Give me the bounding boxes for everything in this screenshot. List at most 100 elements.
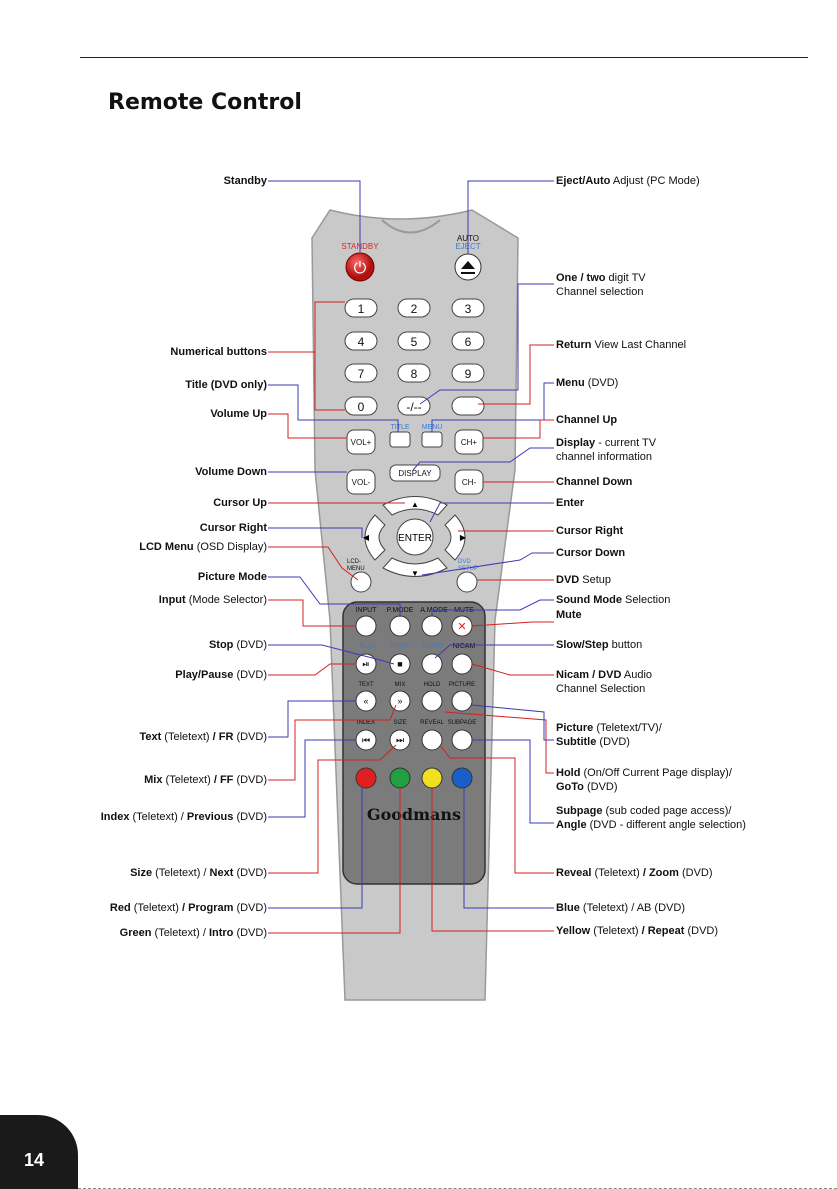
svg-text:CH+: CH+ bbox=[461, 438, 478, 447]
label-cursor-up: Cursor Up bbox=[213, 497, 267, 509]
page-number: 14 bbox=[24, 1150, 45, 1170]
label-blue: Blue (Teletext) / AB (DVD) bbox=[556, 902, 685, 914]
svg-text:VOL+: VOL+ bbox=[351, 438, 372, 447]
svg-text:▼: ▼ bbox=[411, 569, 419, 578]
header-rule bbox=[80, 57, 808, 58]
page-number-tab bbox=[0, 1115, 78, 1189]
svg-text:6: 6 bbox=[465, 335, 472, 349]
svg-text:MIX: MIX bbox=[395, 682, 406, 688]
svg-text:MENU: MENU bbox=[347, 566, 365, 572]
label-input: Input (Mode Selector) bbox=[158, 594, 267, 606]
label-volume-up: Volume Up bbox=[210, 408, 267, 420]
svg-text:CH-: CH- bbox=[462, 478, 477, 487]
svg-text:INPUT: INPUT bbox=[356, 607, 378, 614]
label-index: Index (Teletext) / Previous (DVD) bbox=[100, 811, 267, 823]
numeric-keypad: 1 2 3 4 5 6 7 8 9 0 -/-- bbox=[344, 298, 485, 416]
svg-text:8: 8 bbox=[411, 367, 418, 381]
label-channel-up: Channel Up bbox=[556, 414, 618, 426]
label-channel-down: Channel Down bbox=[556, 476, 633, 488]
yellow-button bbox=[421, 767, 443, 789]
label-numerical-buttons: Numerical buttons bbox=[170, 346, 267, 358]
svg-text:5: 5 bbox=[411, 335, 418, 349]
svg-text:2: 2 bbox=[411, 302, 418, 316]
svg-text:LCD-: LCD- bbox=[347, 559, 361, 565]
label-subpage: Subpage (sub coded page access)/Angle (D… bbox=[556, 805, 746, 831]
svg-text:■: ■ bbox=[397, 659, 402, 669]
svg-text:INDEX: INDEX bbox=[357, 720, 375, 726]
label-picture: Picture (Teletext/TV)/Subtitle (DVD) bbox=[556, 722, 662, 748]
svg-text:⏭: ⏭ bbox=[396, 735, 404, 745]
label-play-pause: Play/Pause (DVD) bbox=[175, 669, 267, 681]
label-eject: Eject/Auto Adjust (PC Mode) bbox=[556, 175, 700, 187]
label-slow-step: Slow/Step button bbox=[556, 639, 643, 651]
svg-text:◀: ◀ bbox=[363, 533, 370, 542]
svg-text:ENTER: ENTER bbox=[398, 533, 432, 544]
svg-text:SUBPAGE: SUBPAGE bbox=[448, 720, 477, 726]
svg-text:«: « bbox=[363, 696, 368, 706]
svg-text:⏮: ⏮ bbox=[362, 735, 370, 745]
remote-lower-panel bbox=[342, 601, 486, 885]
svg-text:TITLE: TITLE bbox=[390, 424, 409, 431]
svg-text:⏯: ⏯ bbox=[362, 659, 369, 669]
label-menu: Menu (DVD) bbox=[556, 377, 619, 389]
svg-text:⏻: ⏻ bbox=[354, 258, 367, 277]
svg-text:SETUP: SETUP bbox=[458, 566, 478, 572]
svg-text:SIZE: SIZE bbox=[393, 720, 406, 726]
brand-logo: Goodmans bbox=[367, 805, 461, 824]
svg-text:SLOW: SLOW bbox=[422, 643, 443, 650]
svg-text:REVEAL: REVEAL bbox=[420, 720, 444, 726]
label-title: Title (DVD only) bbox=[185, 379, 267, 391]
label-stop: Stop (DVD) bbox=[208, 639, 267, 651]
label-return: Return View Last Channel bbox=[556, 339, 687, 351]
label-lcd-menu: LCD Menu (OSD Display) bbox=[139, 541, 267, 553]
label-green: Green (Teletext) / Intro (DVD) bbox=[119, 927, 267, 939]
svg-text:NICAM: NICAM bbox=[453, 643, 476, 650]
label-reveal: Reveal (Teletext) / Zoom (DVD) bbox=[556, 867, 713, 879]
label-picture-mode: Picture Mode bbox=[197, 571, 267, 583]
label-size: Size (Teletext) / Next (DVD) bbox=[130, 867, 267, 879]
svg-text:9: 9 bbox=[465, 367, 472, 381]
label-mix: Mix (Teletext) / FF (DVD) bbox=[144, 774, 267, 786]
label-yellow: Yellow (Teletext) / Repeat (DVD) bbox=[556, 925, 719, 937]
svg-text:VOL-: VOL- bbox=[352, 478, 371, 487]
svg-text:✕: ✕ bbox=[457, 621, 466, 633]
svg-text:DISPLAY: DISPLAY bbox=[398, 469, 432, 478]
page-title: Remote Control bbox=[108, 90, 302, 115]
label-sound-mode: Sound Mode Selection bbox=[556, 594, 671, 606]
svg-text:DVD: DVD bbox=[458, 559, 471, 565]
svg-text:HOLD: HOLD bbox=[424, 682, 441, 688]
label-standby: Standby bbox=[223, 175, 267, 187]
svg-text:1: 1 bbox=[358, 302, 365, 316]
svg-text:STOP: STOP bbox=[391, 643, 410, 650]
svg-text:▲: ▲ bbox=[411, 500, 419, 509]
svg-text:PLAY: PLAY bbox=[359, 643, 377, 650]
svg-text:7: 7 bbox=[358, 367, 365, 381]
label-cursor-down: Cursor Down bbox=[556, 547, 626, 559]
svg-text:▶: ▶ bbox=[460, 533, 467, 542]
svg-text:TEXT: TEXT bbox=[358, 682, 374, 688]
label-cursor-right-left: Cursor Right bbox=[199, 522, 267, 534]
label-dvd-setup: DVD Setup bbox=[556, 574, 612, 586]
label-text: Text (Teletext) / FR (DVD) bbox=[139, 731, 267, 743]
svg-text:-/--: -/-- bbox=[406, 400, 421, 414]
label-hold: Hold (On/Off Current Page display)/GoTo … bbox=[556, 767, 732, 793]
svg-text:3: 3 bbox=[465, 302, 472, 316]
red-button bbox=[355, 767, 377, 789]
label-red: Red (Teletext) / Program (DVD) bbox=[109, 902, 267, 914]
blue-button bbox=[451, 767, 473, 789]
label-enter: Enter bbox=[556, 497, 585, 509]
green-button bbox=[389, 767, 411, 789]
svg-text:PICTURE: PICTURE bbox=[449, 682, 475, 688]
label-mute: Mute bbox=[556, 609, 582, 621]
svg-text:4: 4 bbox=[358, 335, 365, 349]
navigation-pad: ENTER ▲ ▼ ◀ ▶ bbox=[363, 496, 467, 578]
svg-text:»: » bbox=[397, 696, 402, 706]
svg-text:0: 0 bbox=[358, 400, 365, 414]
label-cursor-right: Cursor Right bbox=[556, 525, 624, 537]
standby-button bbox=[345, 252, 375, 282]
label-volume-down: Volume Down bbox=[195, 466, 267, 478]
